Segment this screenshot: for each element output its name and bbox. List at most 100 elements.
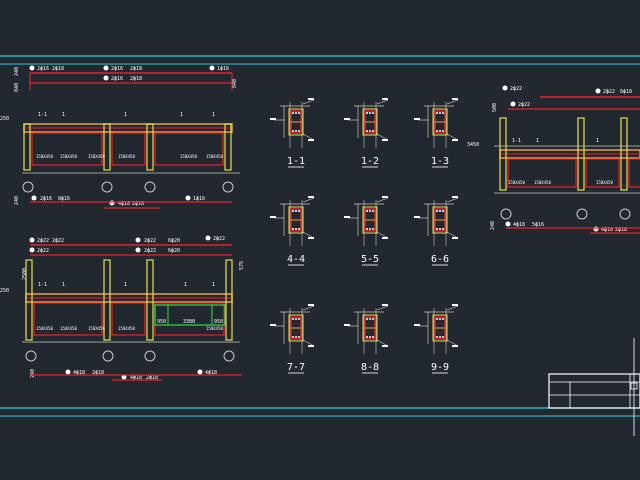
- r-dim-left: 500: [492, 103, 498, 112]
- dim-left-2: 240: [14, 67, 20, 76]
- bl-top-label-7: 2ф22: [144, 248, 156, 254]
- bl-mark-5: 1: [212, 282, 215, 288]
- section-label: 4-4: [287, 254, 305, 265]
- label-1: 2ф16: [37, 66, 49, 72]
- label-4: 2ф18: [130, 66, 142, 72]
- bl-top-label-4: 6ф20: [168, 238, 180, 244]
- bay-mark-4: 150X450: [118, 154, 135, 159]
- bl-bay-5: 150X450: [206, 326, 223, 331]
- dim-left-3: 250: [0, 116, 9, 122]
- r-top-3: 6ф18: [620, 89, 632, 95]
- section-detail-3: 1-3: [414, 98, 459, 168]
- r-bay-2: 150X450: [534, 180, 551, 185]
- section-label: 1-2: [361, 156, 379, 167]
- bl-bay-1: 150X450: [36, 326, 53, 331]
- label-6: 2ф16: [111, 76, 123, 82]
- bl-top-label-8: 6ф20: [168, 248, 180, 254]
- bl-bottom-3: 4ф18: [130, 375, 142, 381]
- bottom-label-1: 2ф16: [40, 196, 52, 202]
- section-label: 5-5: [361, 254, 379, 265]
- bay-mark-2: 150X450: [60, 154, 77, 159]
- bl-mark-1: 1-1: [38, 282, 47, 288]
- section-label: 8-8: [361, 362, 379, 373]
- section-detail-4: 4-4: [270, 196, 315, 266]
- section-details: 1-1 1-2 1-3 4-4 5-5 6-6 7-7 8-8 9-9: [270, 98, 459, 374]
- r-bottom-4: 2ф18: [615, 227, 627, 233]
- span-mark-3: 1: [124, 112, 127, 118]
- bl-bottom-1: 4ф18: [73, 370, 85, 376]
- label-3: 2ф16: [111, 66, 123, 72]
- grid-mark-2: 150X450: [206, 154, 223, 159]
- section-detail-1: 1-1: [270, 98, 315, 168]
- label-2: 2ф18: [52, 66, 64, 72]
- r-bay-3: 150X450: [596, 180, 613, 185]
- r-mark-3: 1: [596, 138, 599, 144]
- bl-bottom-5: 4ф18: [205, 370, 217, 376]
- span-mark-4: 1: [180, 112, 183, 118]
- bl-dim-left-2: 250: [0, 288, 9, 294]
- label-7: 2ф18: [130, 76, 142, 82]
- bl-mark-3: 1: [124, 282, 127, 288]
- elevation-top-left: 2ф16 2ф18 2ф16 2ф18 1ф16 2ф16 2ф18 840 2…: [0, 65, 240, 209]
- bl-mark-2: 1: [62, 282, 65, 288]
- section-label: 9-9: [431, 362, 449, 373]
- span-mark-5: 1: [212, 112, 215, 118]
- r-bottom-1: 4ф18: [513, 222, 525, 228]
- section-label: 6-6: [431, 254, 449, 265]
- bottom-label-3: 4ф18: [118, 201, 130, 207]
- bl-dim-bottom: 240: [30, 369, 36, 378]
- bl-top-label-3: 2ф22: [144, 238, 156, 244]
- section-detail-2: 1-2: [344, 98, 389, 168]
- section-label: 1-3: [431, 156, 449, 167]
- bay-mark-3: 150X450: [88, 154, 105, 159]
- label-5: 1ф16: [217, 66, 229, 72]
- bl-top-label-6: 2ф22: [37, 248, 49, 254]
- title-block: [548, 338, 640, 436]
- r-dim-bottom: 240: [490, 221, 496, 230]
- bay-mark-1: 150X450: [36, 154, 53, 159]
- bl-mark-4: 1: [184, 282, 187, 288]
- span-mark-1: 1-1: [38, 112, 47, 118]
- bl-bay-2: 150X450: [60, 326, 77, 331]
- grid-mark-1: 150X450: [180, 154, 197, 159]
- section-detail-8: 8-8: [344, 304, 389, 374]
- r-top-4: 2ф22: [518, 102, 530, 108]
- elevation-right: 2ф22 2ф22 6ф18 2ф22 500 3450 1-1 1 1: [467, 85, 640, 234]
- section-label: 1-1: [287, 156, 305, 167]
- dim-left-1: 840: [14, 83, 20, 92]
- r-top-2: 2ф22: [603, 89, 615, 95]
- bottom-label-5: 1ф16: [193, 196, 205, 202]
- dim-bottom-left: 240: [14, 196, 20, 205]
- dim-right-1: 840: [232, 79, 238, 88]
- bl-dim-left-1: 2500: [22, 268, 28, 280]
- r-top-1: 2ф22: [510, 86, 522, 92]
- section-detail-7: 7-7: [270, 304, 315, 374]
- bl-top-label-5: 2ф22: [213, 236, 225, 242]
- section-detail-6: 6-6: [414, 196, 459, 266]
- r-mark-1: 1-1: [512, 138, 521, 144]
- r-bottom-3: 4ф18: [601, 227, 613, 233]
- bl-bottom-4: 2ф18: [146, 375, 158, 381]
- hl-dim-3: 950: [214, 319, 223, 325]
- bl-top-label-1: 2ф22: [37, 238, 49, 244]
- bl-top-label-2: 2ф22: [52, 238, 64, 244]
- bl-bay-3: 150X450: [88, 326, 105, 331]
- r-mark-2: 1: [536, 138, 539, 144]
- bl-bay-4: 150X450: [118, 326, 135, 331]
- highlight-selection[interactable]: 950 3300 950: [154, 304, 226, 326]
- r-side-label: 3450: [467, 142, 479, 148]
- section-detail-5: 5-5: [344, 196, 389, 266]
- span-mark-2: 1: [62, 112, 65, 118]
- bottom-label-2: 8ф16: [58, 196, 70, 202]
- r-bay-1: 150X450: [508, 180, 525, 185]
- bl-bottom-2: 2ф18: [92, 370, 104, 376]
- section-detail-9: 9-9: [414, 304, 459, 374]
- bottom-label-4: 2ф18: [132, 201, 144, 207]
- bl-dim-right-1: 575: [239, 261, 245, 270]
- elevation-bottom-left: 2ф22 2ф22 2ф22 6ф20 2ф22 2ф22 2ф22 6ф20 …: [0, 235, 245, 381]
- section-label: 7-7: [287, 362, 305, 373]
- r-bottom-2: 5ф16: [532, 222, 544, 228]
- hl-dim-1: 950: [157, 319, 166, 325]
- sheet-border: [0, 55, 640, 417]
